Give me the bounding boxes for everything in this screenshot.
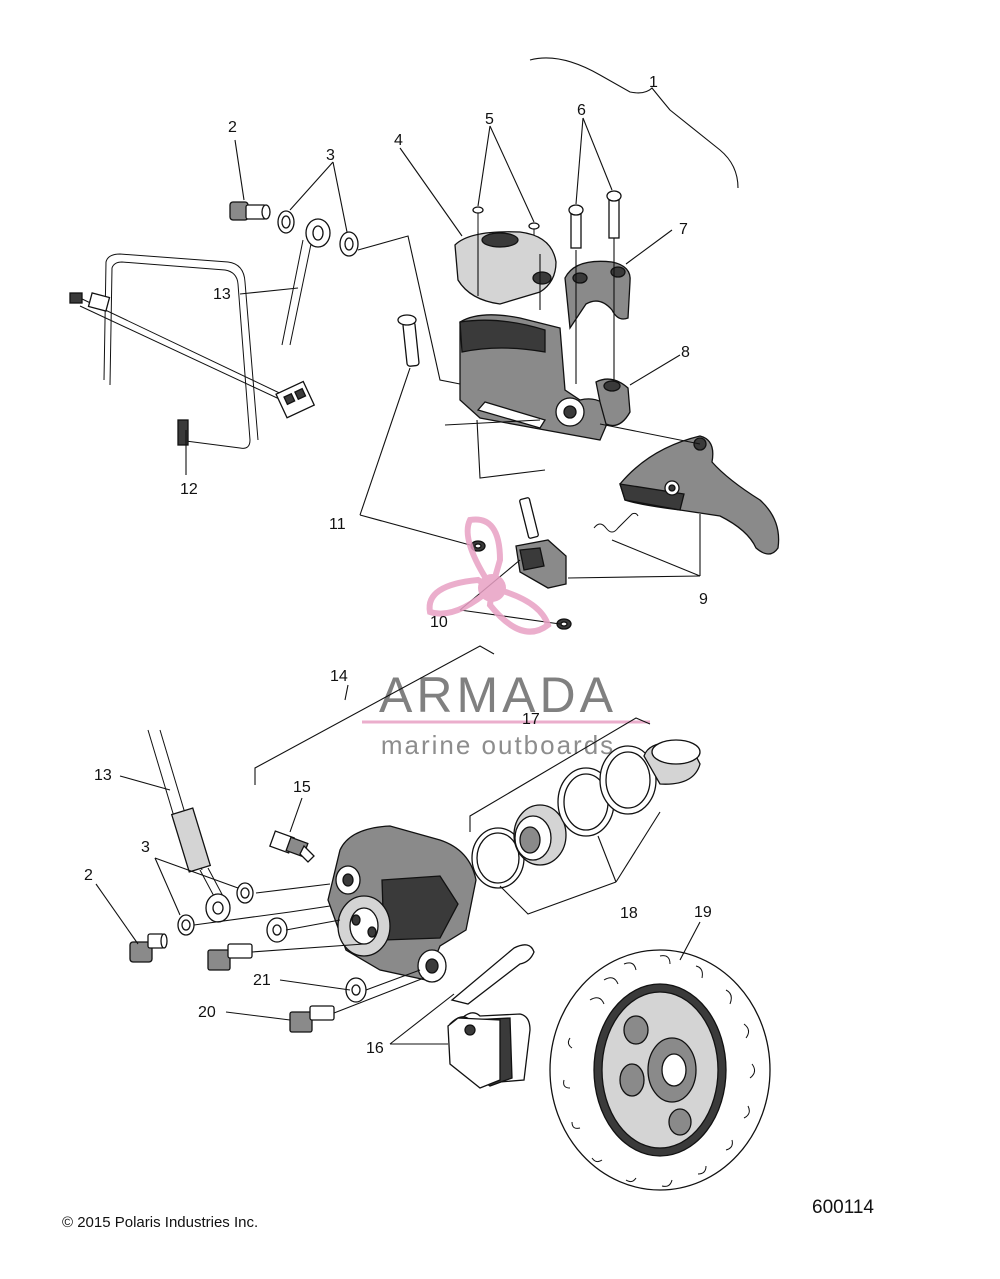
callout-6: 6 (577, 102, 586, 119)
callout-14: 14 (330, 668, 348, 685)
caliper-piston-a (513, 804, 567, 866)
callout-13-bottom: 13 (94, 767, 112, 784)
brake-pads (447, 1012, 531, 1089)
handlebar-clamp-lower (595, 378, 631, 427)
propeller-logo (426, 516, 552, 635)
callout-15: 15 (293, 779, 311, 796)
pivot-clip-bottom (556, 618, 572, 630)
pivot-clip-top (470, 540, 486, 552)
brake-lever (619, 435, 780, 555)
caliper-piston-b (643, 739, 701, 785)
clamp-bolt-a (568, 204, 584, 249)
banjo-bolt-bottom (129, 933, 168, 963)
figure-number: 600114 (812, 1197, 874, 1218)
caliper-mount-bolt-a (207, 943, 253, 971)
pad-retainer-spring (450, 944, 535, 1005)
banjo-bolt-top (229, 201, 271, 221)
brake-switch-harness (69, 253, 316, 449)
master-cylinder-body (459, 314, 613, 441)
callout-1: 1 (649, 74, 658, 91)
lever-spring (593, 512, 639, 533)
callout-2: 2 (228, 119, 237, 136)
brake-caliper (327, 825, 477, 983)
callout-13-top: 13 (213, 286, 231, 303)
bleeder-valve (269, 830, 315, 863)
reservoir-cover (454, 231, 557, 305)
cover-screw-a (472, 206, 484, 232)
watermark-word: ARMADA (379, 667, 617, 723)
watermark-tagline: marine outboards (381, 730, 615, 760)
callout-9: 9 (699, 591, 708, 608)
callout-21: 21 (253, 972, 271, 989)
callout-3: 3 (326, 147, 335, 164)
callout-4: 4 (394, 132, 403, 149)
group-14-bracket (254, 645, 495, 785)
handlebar-clamp-upper (564, 260, 631, 330)
callout-5: 5 (485, 111, 494, 128)
brake-line-top (281, 218, 331, 346)
callout-3-bottom: 3 (141, 839, 150, 856)
callout-17: 17 (522, 711, 540, 728)
copyright-notice: © 2015 Polaris Industries Inc. (62, 1214, 258, 1231)
callout-12: 12 (180, 481, 198, 498)
callout-2-bottom: 2 (84, 867, 93, 884)
callout-11: 11 (329, 516, 346, 533)
piston-seal-c (599, 745, 657, 815)
callout-16: 16 (366, 1040, 384, 1057)
piston-seal-a (471, 827, 525, 889)
group-17-bracket (469, 717, 651, 832)
clamp-bolt-b (606, 190, 622, 239)
group-1-bracket (529, 57, 739, 189)
callout-7: 7 (679, 221, 688, 238)
lever-pivot-pin (397, 314, 420, 367)
callout-8: 8 (681, 344, 690, 361)
callout-19: 19 (694, 904, 712, 921)
brake-switch-block (515, 497, 567, 589)
caliper-mount-bolt-b (289, 1005, 335, 1033)
brake-line-bottom (147, 729, 231, 923)
callout-10: 10 (430, 614, 448, 631)
callout-20: 20 (198, 1004, 216, 1021)
brake-disc (549, 949, 771, 1191)
armada-watermark: ARMADA marine outboards (362, 516, 650, 760)
callout-18: 18 (620, 905, 638, 922)
